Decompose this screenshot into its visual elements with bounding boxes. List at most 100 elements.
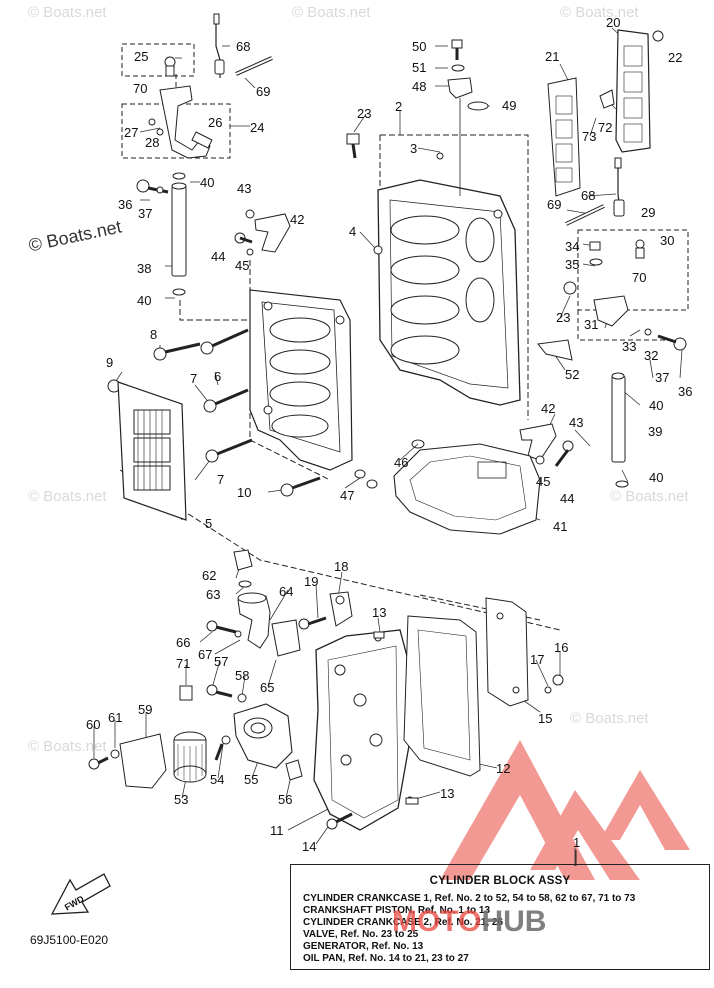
callout-49: 49 bbox=[502, 98, 517, 113]
bolt-69-left bbox=[235, 56, 273, 76]
callout-31: 31 bbox=[584, 317, 599, 332]
callout-68: 68 bbox=[236, 39, 251, 54]
legend-line: CYLINDER CRANKCASE 2, Ref. No. 21, 26 bbox=[303, 917, 504, 928]
callout-7: 7 bbox=[217, 472, 225, 487]
callout-10: 10 bbox=[237, 485, 252, 500]
callout-16: 16 bbox=[554, 640, 569, 655]
tube-39-right bbox=[611, 372, 629, 488]
legend-title: CYLINDER BLOCK ASSY bbox=[429, 875, 571, 887]
elbow-64 bbox=[237, 592, 271, 649]
bolts-13-14-lower bbox=[326, 631, 419, 830]
callout-56: 56 bbox=[278, 792, 293, 807]
sensor-cable-68-left bbox=[213, 13, 225, 78]
callout-43: 43 bbox=[569, 415, 584, 430]
callout-53: 53 bbox=[174, 792, 189, 807]
callout-43: 43 bbox=[237, 181, 252, 196]
motohub-brand: MOTOHUB bbox=[392, 905, 546, 939]
legend-line: OIL PAN, Ref. No. 14 to 21, 23 to 27 bbox=[303, 953, 469, 964]
crankcase-half-left bbox=[249, 289, 353, 471]
bolts-66-67 bbox=[206, 620, 242, 638]
callout-51: 51 bbox=[412, 60, 427, 75]
callout-23: 23 bbox=[357, 106, 372, 121]
callout-42: 42 bbox=[290, 212, 305, 227]
legend-line: VALVE, Ref. No. 23 to 25 bbox=[303, 929, 419, 940]
cover-plate-20 bbox=[615, 29, 664, 153]
callout-64: 64 bbox=[279, 584, 294, 599]
o-rings-46-47 bbox=[354, 439, 425, 489]
callout-65: 65 bbox=[260, 680, 275, 695]
cylinder-crankcase-block bbox=[373, 152, 521, 406]
callout-17: 17 bbox=[530, 652, 545, 667]
watermark-text: © Boats.net bbox=[570, 710, 649, 727]
callout-69: 69 bbox=[256, 84, 271, 99]
bracket-42-left bbox=[234, 209, 291, 256]
callout-68: 68 bbox=[581, 188, 596, 203]
callout-70: 70 bbox=[632, 270, 647, 285]
callout-36: 36 bbox=[118, 197, 133, 212]
watermark-text: © Boats.net bbox=[28, 488, 107, 505]
callout-47: 47 bbox=[340, 488, 355, 503]
callout-50: 50 bbox=[412, 39, 427, 54]
callout-33: 33 bbox=[622, 339, 637, 354]
cover-plate-5 bbox=[117, 381, 187, 521]
watermark-text: © Boats.net bbox=[292, 4, 371, 21]
callout-2: 2 bbox=[395, 99, 403, 114]
callout-1: 1 bbox=[573, 835, 581, 850]
callout-5: 5 bbox=[205, 516, 213, 531]
callout-57: 57 bbox=[214, 654, 229, 669]
watermark-text: © Boats.net bbox=[610, 488, 689, 505]
oil-pan-11 bbox=[313, 629, 414, 831]
sensor-23-top bbox=[346, 133, 360, 159]
bolts-16-17 bbox=[544, 674, 564, 694]
callout-70: 70 bbox=[133, 81, 148, 96]
clip-52 bbox=[537, 339, 573, 361]
valve-assembly-right bbox=[563, 89, 687, 351]
callout-40: 40 bbox=[200, 175, 215, 190]
callout-44: 44 bbox=[211, 249, 226, 264]
callout-13: 13 bbox=[440, 786, 455, 801]
callout-59: 59 bbox=[138, 702, 153, 717]
part-56 bbox=[285, 759, 303, 781]
callout-62: 62 bbox=[202, 568, 217, 583]
diagram-code: 69J5100-E020 bbox=[30, 933, 109, 947]
callout-30: 30 bbox=[660, 233, 675, 248]
callout-60: 60 bbox=[86, 717, 101, 732]
callout-40: 40 bbox=[137, 293, 152, 308]
callout-42: 42 bbox=[541, 401, 556, 416]
callout-63: 63 bbox=[206, 587, 221, 602]
callout-67: 67 bbox=[198, 647, 213, 662]
gasket-21 bbox=[547, 77, 581, 197]
callout-38: 38 bbox=[137, 261, 152, 276]
gasket-12 bbox=[403, 615, 481, 777]
callout-45: 45 bbox=[235, 258, 250, 273]
legend-line: CYLINDER CRANKCASE 1, Ref. No. 2 to 52, … bbox=[303, 893, 636, 904]
callout-14: 14 bbox=[302, 839, 317, 854]
callout-41: 41 bbox=[553, 519, 568, 534]
callout-72: 72 bbox=[598, 120, 613, 135]
filter-wrench-59 bbox=[119, 733, 167, 789]
callout-11: 11 bbox=[270, 823, 284, 838]
watermark-text: © Boats.net bbox=[560, 4, 639, 21]
callout-18: 18 bbox=[334, 559, 349, 574]
gasket-41 bbox=[393, 443, 541, 535]
bolt-36-37-left bbox=[136, 179, 169, 194]
tube-38-left bbox=[171, 172, 187, 296]
callout-3: 3 bbox=[410, 141, 418, 156]
callout-19: 19 bbox=[304, 574, 319, 589]
callout-58: 58 bbox=[235, 668, 250, 683]
callout-4: 4 bbox=[349, 224, 357, 239]
watermark-text: © Boats.net bbox=[28, 738, 107, 755]
motohub-logo-mark bbox=[440, 740, 690, 880]
legend-box: CYLINDER BLOCK ASSY CYLINDER CRANKCASE 1… bbox=[290, 864, 710, 970]
callout-36: 36 bbox=[678, 384, 693, 399]
brand-part-hub: HUB bbox=[481, 905, 547, 938]
callout-55: 55 bbox=[244, 772, 259, 787]
fwd-arrow-icon bbox=[50, 873, 111, 915]
callout-9: 9 bbox=[106, 355, 114, 370]
oil-filter-53 bbox=[173, 731, 207, 783]
callout-69: 69 bbox=[547, 197, 562, 212]
callout-8: 8 bbox=[150, 327, 158, 342]
bolts-57-58 bbox=[206, 684, 247, 703]
callout-22: 22 bbox=[668, 50, 683, 65]
